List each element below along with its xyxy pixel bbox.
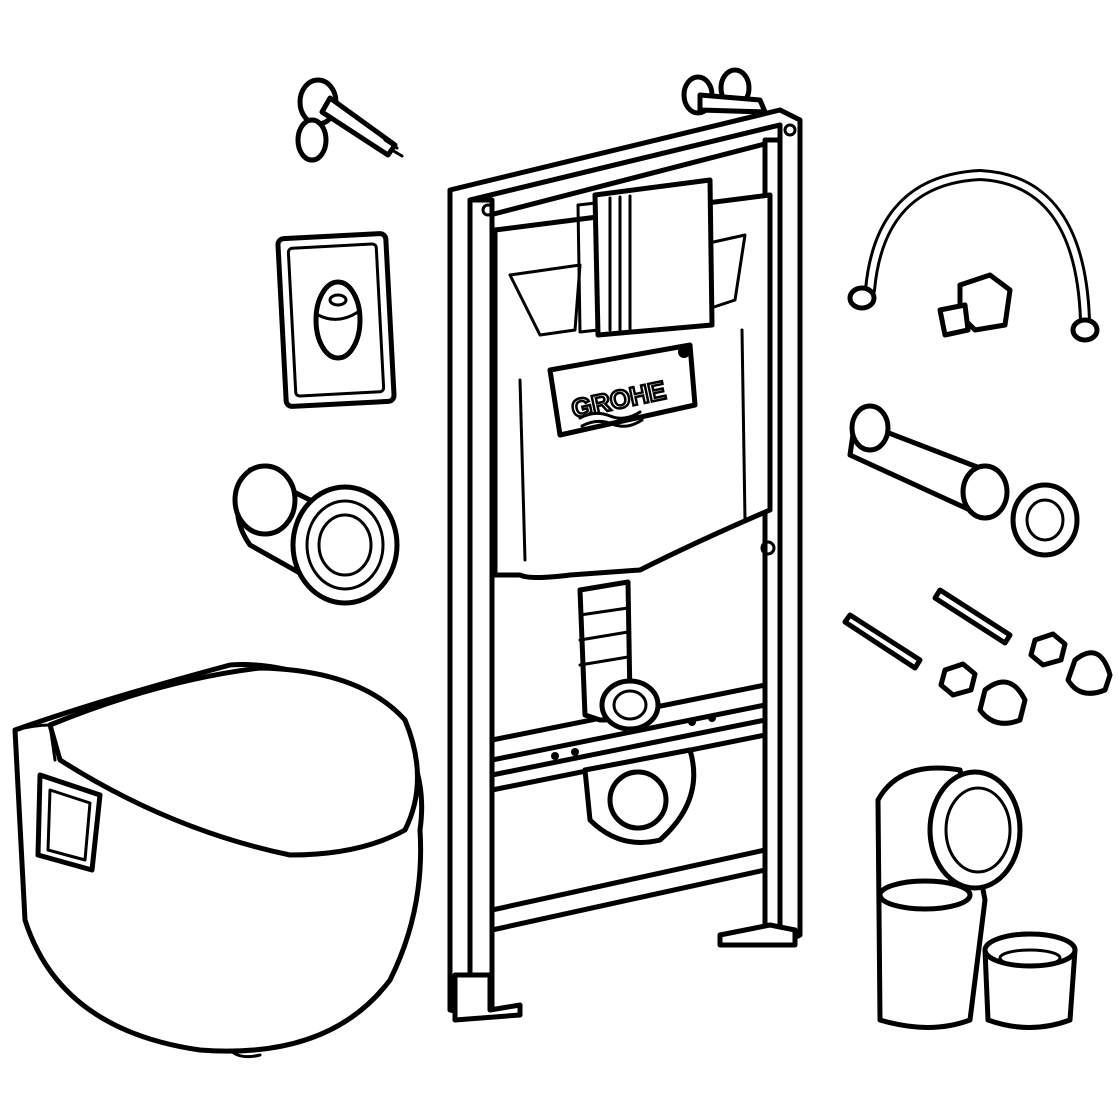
connection-sleeve-part: [232, 463, 400, 606]
drain-bend-part: [875, 765, 1078, 1030]
fixing-bolts-part: [842, 587, 1113, 726]
flexible-hose-part: [847, 169, 1100, 343]
cistern: GROHE: [492, 177, 776, 732]
wall-hung-toilet-part: [12, 662, 425, 1059]
flush-plate-part: [275, 231, 397, 409]
wall-bracket-part: [295, 77, 404, 163]
inlet-pipe-part: [847, 403, 1080, 558]
